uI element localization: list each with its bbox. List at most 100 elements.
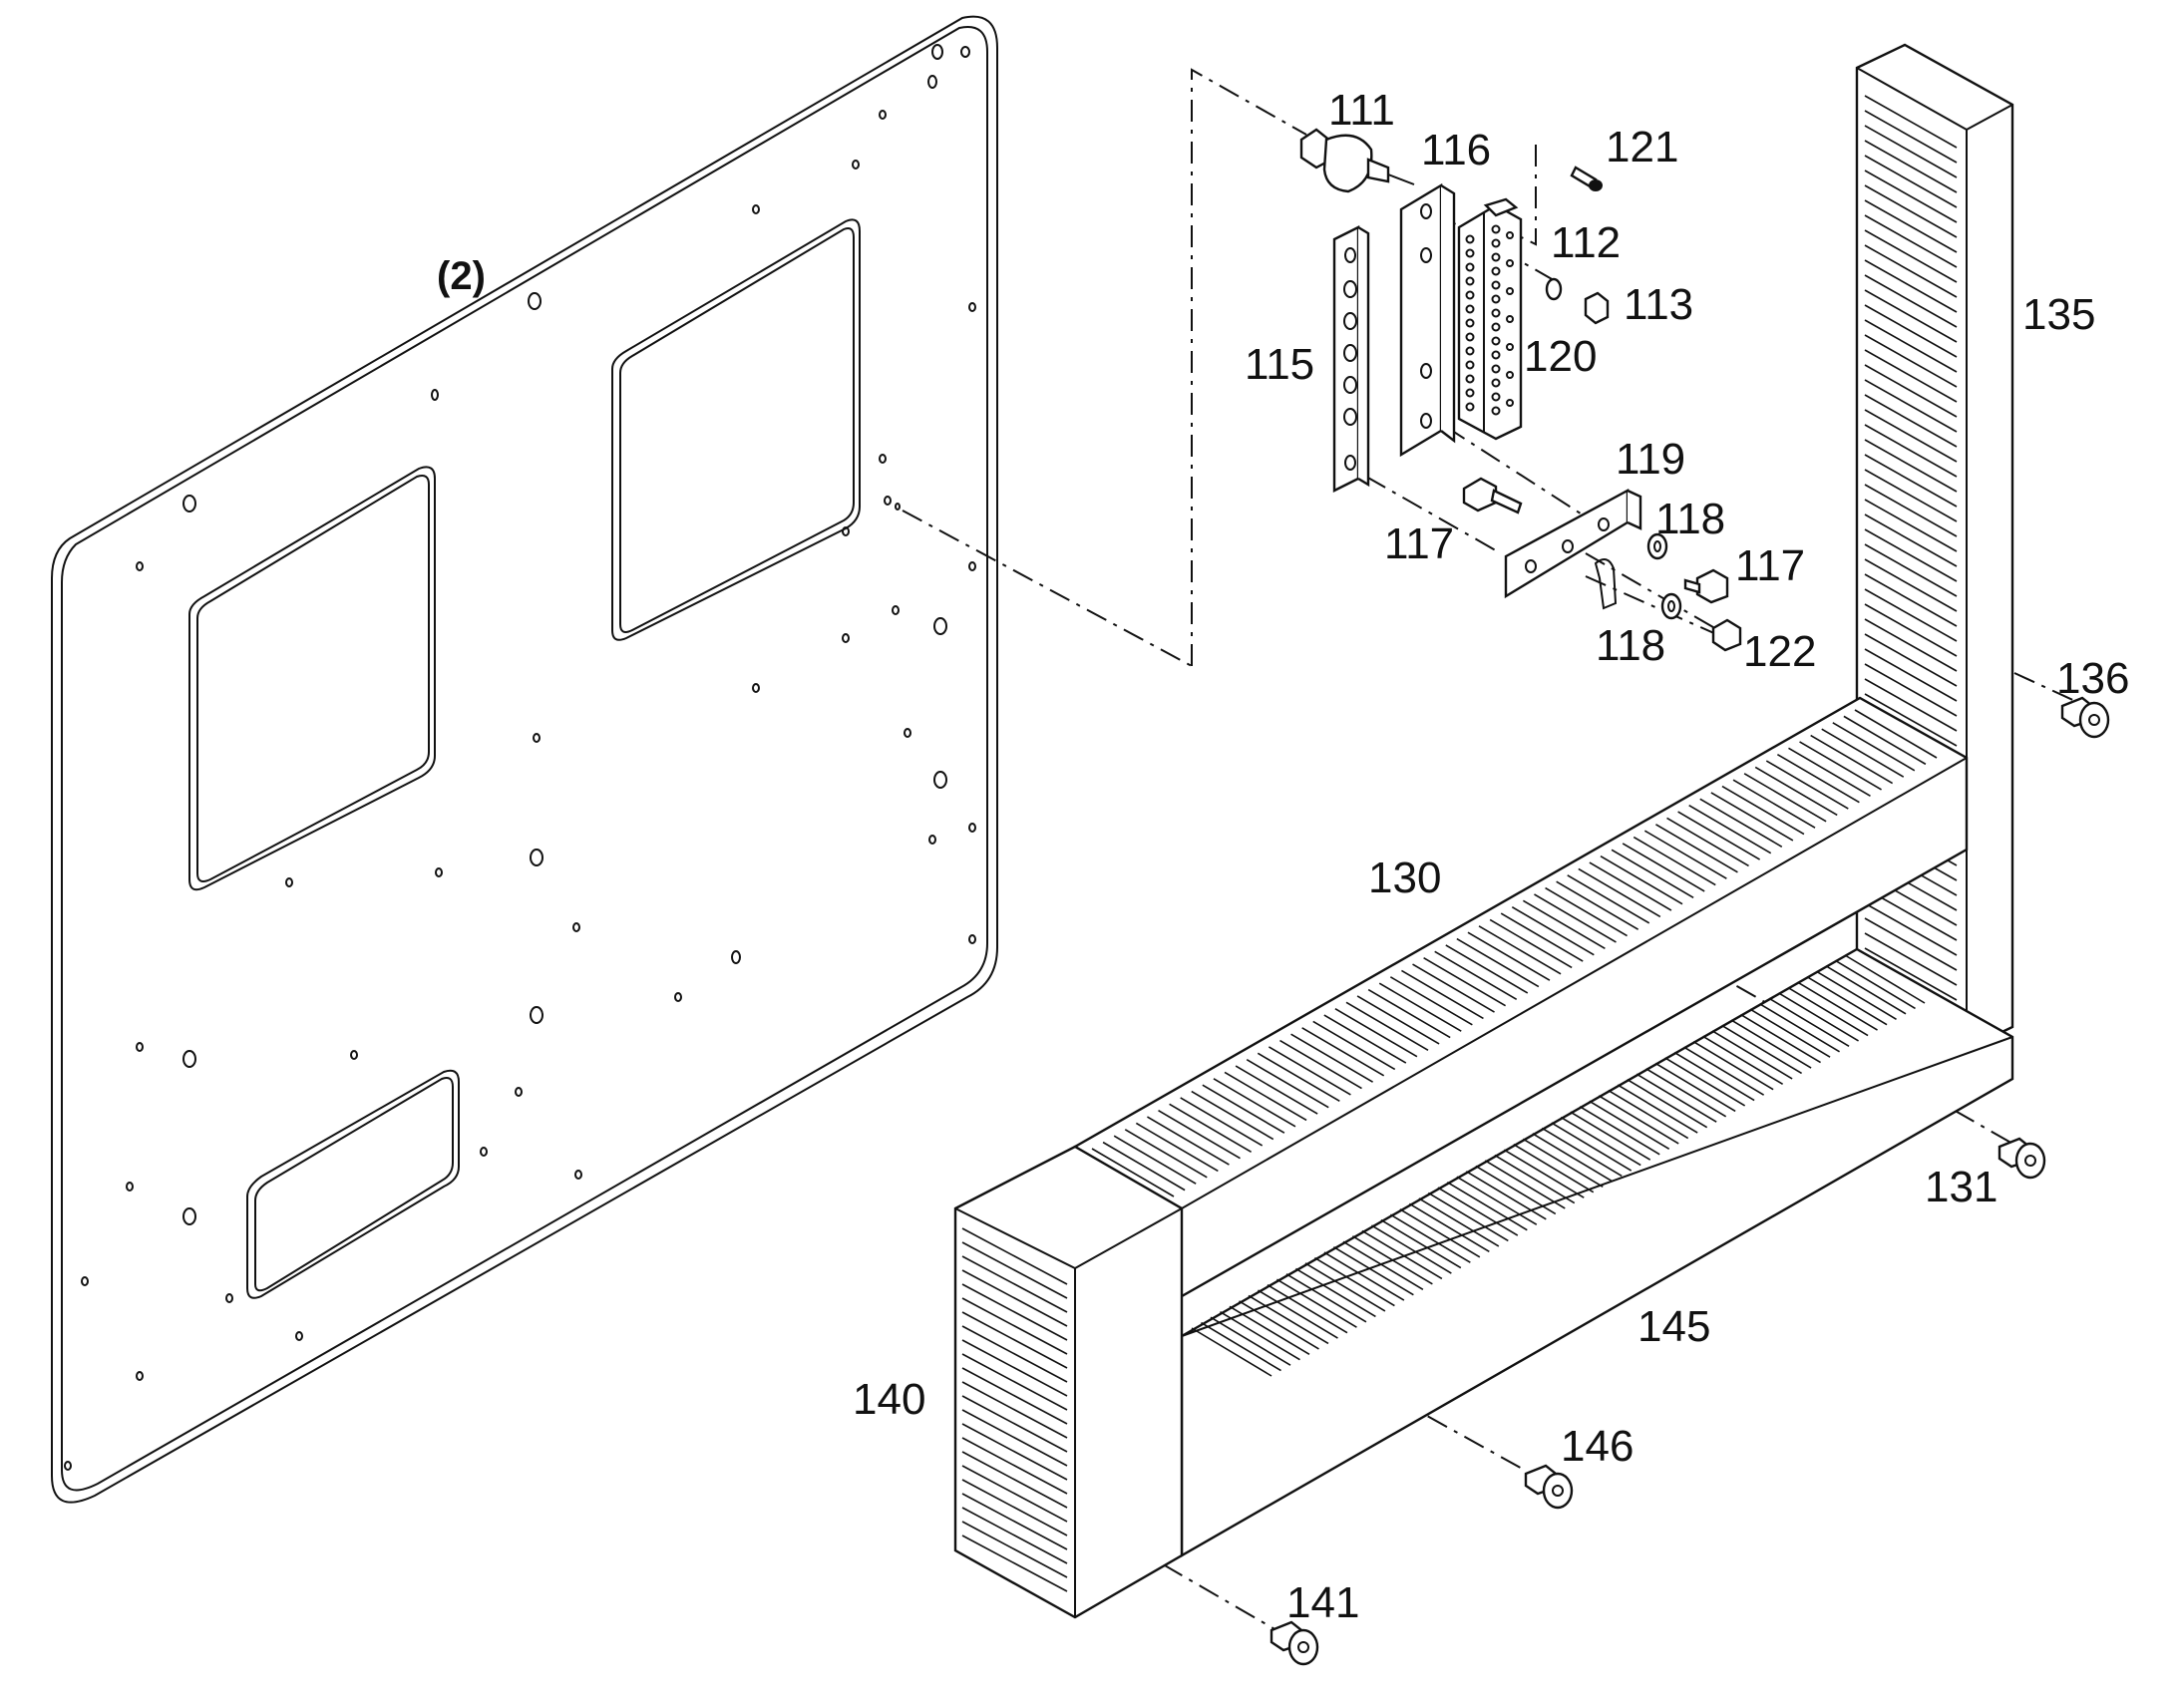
duct-slot	[1570, 1111, 1651, 1161]
duct-slot	[1323, 1251, 1405, 1301]
duct-slot	[1456, 1176, 1538, 1225]
duct-slot	[1229, 1305, 1310, 1356]
duct-slot	[1579, 1106, 1660, 1156]
duct-slot	[1201, 1321, 1281, 1372]
duct-slot	[1788, 747, 1871, 797]
part-labels: (2) 111 116 121 112 113 115 120 119 117 …	[437, 86, 2129, 1627]
duct-slot	[961, 1479, 1068, 1537]
label-p122: 122	[1743, 627, 1816, 676]
duct-slot	[961, 1521, 1068, 1578]
terminal-block-120	[1457, 197, 1523, 441]
duct-slot	[1655, 824, 1738, 873]
duct-slot	[1258, 1289, 1338, 1339]
duct-slot	[961, 1535, 1068, 1592]
duct-slot	[1664, 1057, 1746, 1107]
duct-slot	[1864, 155, 1958, 208]
duct-slot	[961, 1283, 1068, 1341]
duct-slot	[1351, 1235, 1433, 1285]
duct-slot	[1248, 1294, 1329, 1345]
duct-slot	[1683, 1046, 1765, 1096]
duct-slot	[961, 1423, 1068, 1481]
duct-slot	[961, 1241, 1068, 1299]
duct-slot	[1645, 1068, 1727, 1118]
duct-slot	[1864, 140, 1958, 193]
duct-slot	[1342, 1240, 1424, 1290]
duct-slot	[1740, 1013, 1821, 1064]
label-p113: 113	[1624, 280, 1693, 329]
duct-slot	[1534, 893, 1617, 943]
duct-slot	[1666, 817, 1749, 867]
washer-118a	[1646, 532, 1668, 560]
label-p116: 116	[1421, 126, 1491, 174]
duct-slot	[1503, 1149, 1585, 1198]
mounting-screws	[1270, 696, 2110, 1666]
screw-141	[1270, 1620, 1319, 1666]
duct-slot	[1835, 959, 1916, 1010]
duct-slot	[1401, 969, 1484, 1020]
label-p117b: 117	[1735, 541, 1805, 590]
duct-slot	[1754, 766, 1838, 817]
duct-slot	[1608, 1089, 1689, 1140]
duct-slot	[1135, 1122, 1219, 1173]
duct-slot	[1633, 836, 1716, 886]
duct-slot	[1210, 1316, 1291, 1366]
duct-slot	[1513, 1144, 1595, 1194]
duct-slot	[1864, 259, 1958, 313]
duct-slot	[1673, 1051, 1755, 1102]
duct-slot	[1864, 364, 1958, 418]
duct-slot	[1545, 886, 1628, 937]
duct-slot	[1600, 854, 1683, 905]
duct-slot	[1799, 741, 1882, 791]
duct-slot	[1356, 995, 1440, 1045]
duct-slot	[1334, 1008, 1418, 1058]
duct-slot	[1560, 1116, 1641, 1167]
duct-slot	[1864, 513, 1958, 567]
duct-slot	[1091, 1148, 1175, 1197]
duct-slot	[1864, 947, 1958, 1001]
duct-slot	[1313, 1256, 1395, 1307]
duct-slot	[1864, 319, 1958, 373]
duct-slot	[1500, 912, 1584, 962]
duct-slot	[1423, 957, 1507, 1007]
duct-slot	[1864, 424, 1958, 478]
duct-slot	[1213, 1078, 1296, 1128]
duct-slot	[1711, 1030, 1793, 1080]
duct-slot	[1643, 830, 1727, 879]
duct-slot	[1864, 439, 1958, 493]
duct-slot	[961, 1353, 1068, 1411]
duct-slot	[1532, 1133, 1614, 1183]
duct-slot	[1864, 244, 1958, 298]
duct-slot	[1635, 1073, 1717, 1123]
duct-slot	[1721, 1024, 1803, 1075]
duct-slot	[1864, 573, 1958, 627]
duct-slot	[1864, 663, 1958, 717]
label-p117a: 117	[1384, 519, 1454, 568]
duct-slot	[1864, 484, 1958, 537]
duct-slot	[1864, 394, 1958, 448]
duct-slot	[961, 1409, 1068, 1467]
duct-slot	[961, 1367, 1068, 1425]
duct-slot	[1489, 918, 1573, 969]
label-p141: 141	[1286, 1578, 1359, 1627]
duct-slot	[1765, 760, 1849, 810]
duct-slot	[1147, 1116, 1230, 1166]
ring-lug	[1594, 558, 1618, 610]
duct-slot	[1749, 1008, 1831, 1058]
duct-slot	[1864, 289, 1958, 343]
duct-slot	[1224, 1071, 1307, 1122]
duct-slot	[1202, 1084, 1285, 1134]
duct-slot	[1844, 954, 1926, 1004]
duct-slot	[961, 1493, 1068, 1550]
duct-slot	[1418, 1197, 1500, 1247]
duct-slot	[1759, 1003, 1840, 1053]
duct-slot	[1169, 1103, 1253, 1154]
duct-slot	[1312, 1020, 1396, 1071]
duct-slot	[1220, 1311, 1300, 1361]
duct-slot	[1239, 1300, 1319, 1350]
duct-slot	[1437, 1187, 1519, 1236]
duct-140	[953, 1145, 1184, 1619]
duct-slot	[1378, 982, 1462, 1032]
duct-slot	[1864, 170, 1958, 223]
duct-slot	[1864, 214, 1958, 268]
duct-slot	[1743, 773, 1827, 823]
